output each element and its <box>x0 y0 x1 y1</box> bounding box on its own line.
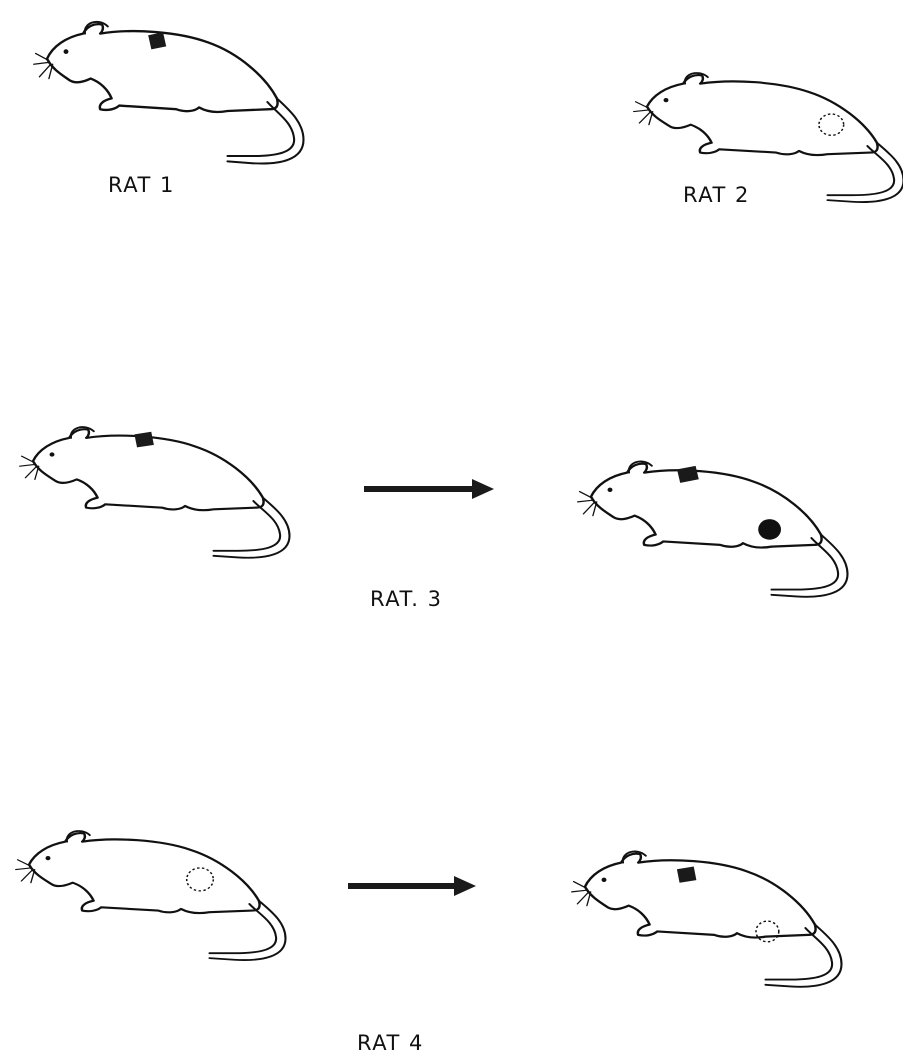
marked-patch <box>134 432 153 448</box>
rat-1-label: RAT 1 <box>108 173 175 197</box>
rat-2-label: RAT 2 <box>683 183 750 207</box>
solid-spot <box>758 519 781 540</box>
arrow-rat-4 <box>348 876 476 896</box>
rat-4-after-drawing <box>572 851 842 986</box>
marked-patch <box>677 867 696 883</box>
marked-patch <box>148 32 166 49</box>
rat-1-drawing <box>34 22 304 164</box>
rat-4-before-drawing <box>16 831 286 960</box>
rat-3-before-drawing <box>20 427 290 558</box>
rat-3-after-drawing <box>578 461 848 596</box>
rat-3-label: RAT. 3 <box>370 587 443 611</box>
arrow-rat-3 <box>364 479 494 499</box>
rat-2-drawing <box>634 73 903 202</box>
rat-4-label: RAT 4 <box>357 1031 424 1055</box>
